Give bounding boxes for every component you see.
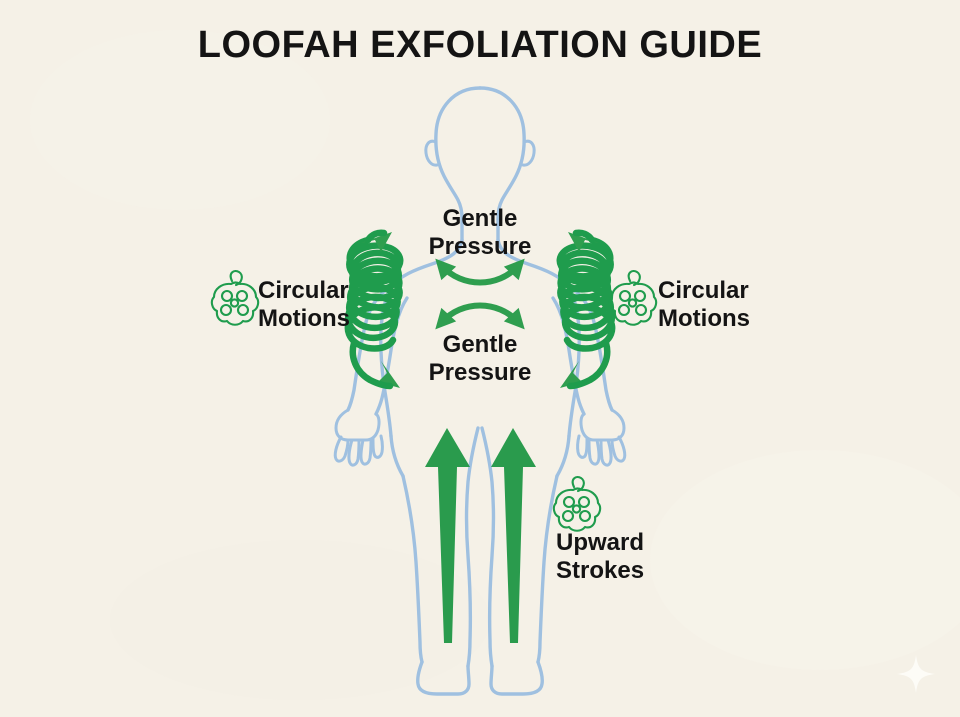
- spiral-left-tail: [349, 339, 394, 390]
- loofah-right-pore-1: [618, 289, 632, 303]
- crotch-inner-left: [464, 426, 480, 668]
- loofah-legs-pore-center: [571, 504, 582, 514]
- loofah-left-pore-3: [219, 303, 233, 317]
- label-circular-motions-left-line2: Motions: [258, 305, 350, 332]
- spiral-right-head-tail: [572, 229, 596, 244]
- ear-right-outline: [521, 139, 536, 167]
- label-upward-strokes-line2: Strokes: [556, 557, 644, 584]
- loofah-right-stem: [627, 269, 641, 287]
- finger-right-1: [610, 435, 627, 463]
- loofah-left-pore-center: [229, 298, 240, 308]
- leg-arrow-right-shape: [491, 428, 536, 643]
- foot-right: [489, 660, 544, 696]
- hip-right-outline: [555, 434, 571, 478]
- label-gentle-pressure-chest-line2: Pressure: [429, 233, 532, 260]
- label-circular-motions-right-line1: Circular: [658, 277, 749, 304]
- loofah-left-pore-2: [235, 289, 249, 303]
- finger-left-1: [333, 435, 350, 463]
- upward-stroke-arrow-right: [491, 428, 536, 643]
- abdomen-arc-line: [435, 302, 525, 330]
- gentle-pressure-arc-chest: [435, 258, 525, 286]
- chest-arc-line: [435, 258, 525, 286]
- label-gentle-pressure-chest-line1: Gentle: [443, 205, 518, 232]
- arm-left-outer: [346, 284, 394, 412]
- loofah-right-pore-center: [627, 298, 638, 308]
- gentle-pressure-arc-abdomen: [435, 302, 525, 330]
- hip-left-outline: [389, 434, 405, 478]
- finger-left-4: [371, 434, 384, 459]
- leg-left-outer: [401, 474, 424, 664]
- loofah-legs-pore-1: [562, 495, 576, 509]
- loofah-right-pore-2: [633, 289, 647, 303]
- spiral-right-tail: [566, 339, 611, 390]
- loofah-left-stem: [229, 269, 243, 287]
- upward-stroke-arrow-left: [425, 428, 470, 643]
- label-circular-motions-right-line2: Motions: [658, 305, 750, 332]
- finger-right-4: [576, 434, 589, 459]
- loofah-legs-pore-4: [578, 509, 592, 523]
- loofah-icon-right: [608, 269, 658, 326]
- loofah-icon-legs: [552, 475, 602, 532]
- label-upward-strokes-line1: Upward: [556, 529, 644, 556]
- finger-left-2: [347, 438, 361, 467]
- hand-left-palm: [334, 408, 381, 442]
- loofah-right-body: [608, 281, 658, 326]
- loofah-legs-pore-2: [577, 495, 591, 509]
- page-title: LOOFAH EXFOLIATION GUIDE: [198, 24, 762, 66]
- label-circular-motions-left-line1: Circular: [258, 277, 349, 304]
- loofah-right-pore-4: [634, 303, 648, 317]
- hand-right-palm: [579, 408, 626, 442]
- spiral-left-arrowhead-top: [361, 232, 392, 252]
- ear-left-outline: [424, 139, 439, 167]
- foot-left: [416, 660, 471, 696]
- circular-motion-spiral-left: [344, 229, 404, 390]
- spiral-right-arrowhead-top: [568, 232, 599, 252]
- loofah-legs-pore-3: [561, 509, 575, 523]
- spiral-left-head-tail: [364, 229, 388, 244]
- arm-right-outer: [566, 284, 614, 412]
- spiral-right-arrowhead-bottom: [560, 361, 582, 388]
- spiral-coil-left: [344, 236, 404, 352]
- spiral-left-arrowhead-bottom: [378, 361, 400, 388]
- paper-texture: [30, 30, 960, 700]
- loofah-icon-left: [210, 269, 260, 326]
- sparkle-icon: [897, 655, 935, 693]
- leg-arrow-left-shape: [425, 428, 470, 643]
- finger-left-3: [359, 438, 373, 466]
- loofah-left-body: [210, 281, 260, 326]
- leg-right-outer: [536, 474, 559, 664]
- head-outline-left: [434, 86, 482, 242]
- finger-right-3: [587, 438, 601, 466]
- loofah-left-pore-1: [220, 289, 234, 303]
- finger-right-2: [599, 438, 613, 467]
- hand-left: [333, 408, 384, 467]
- circular-motion-spiral-right: [556, 229, 616, 390]
- head-outline: [478, 86, 526, 242]
- label-gentle-pressure-abdomen-line1: Gentle: [443, 331, 518, 358]
- crotch-inner-right: [480, 426, 496, 668]
- loofah-legs-body: [552, 487, 602, 532]
- loofah-right-pore-3: [617, 303, 631, 317]
- loofah-left-pore-4: [236, 303, 250, 317]
- label-gentle-pressure-abdomen-line2: Pressure: [429, 359, 532, 386]
- loofah-legs-stem: [571, 475, 585, 493]
- hand-right: [576, 408, 627, 467]
- spiral-coil-right: [556, 236, 616, 352]
